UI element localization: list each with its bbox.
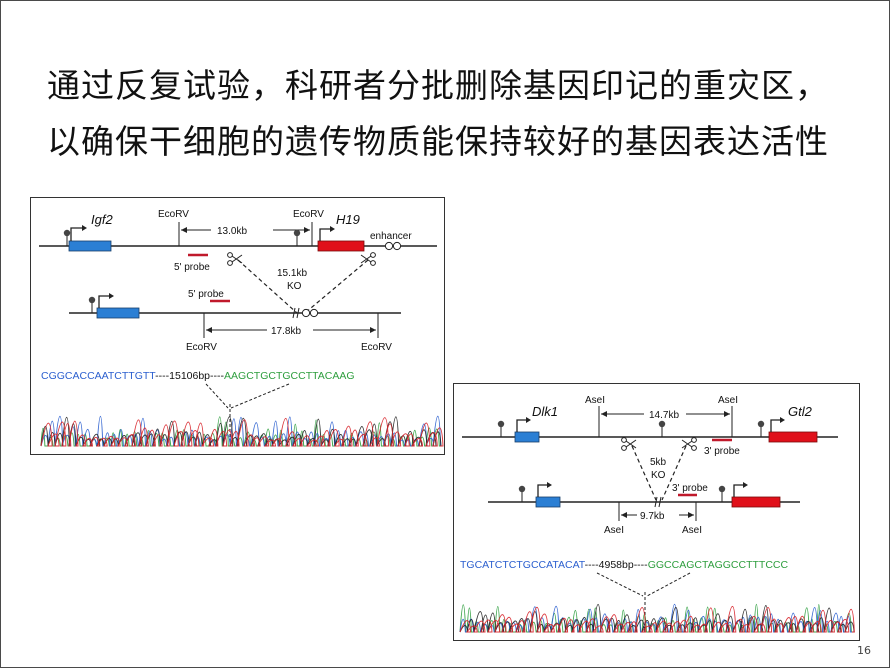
junction-sequence: CGGCACCAATCTTGTT----15106bp----AAGCTGCTG…: [41, 370, 355, 382]
slide-title-line-1: 通过反复试验，科研者分批删除基因印记的重灾区，: [47, 66, 829, 105]
ecorv-site-label: EcoRV: [361, 342, 392, 353]
enhancer-label: enhancer: [370, 231, 412, 242]
chromatogram-peak-series: [40, 416, 442, 447]
probe-label: 3' probe: [672, 483, 708, 494]
break-symbol: [654, 496, 662, 508]
enhancer-element: [384, 241, 402, 251]
scissors-icon: [681, 437, 697, 451]
asel-site-label: AseI: [718, 395, 738, 406]
chromatogram-trace: [459, 604, 855, 633]
ko-size-label: 5kb: [650, 457, 667, 468]
chromatogram-trace: [40, 415, 444, 447]
sequence-dashes: ----: [634, 559, 648, 571]
chromatogram-peak-series: [40, 417, 444, 447]
asel-site-label: AseI: [604, 525, 624, 536]
scissors-icon: [360, 252, 376, 266]
junction-sequence: TGCATCTCTGCCATACAT----4958bp----GGCCAGCT…: [460, 559, 788, 571]
sequence-left: CGGCACCAATCTTGTT: [41, 370, 156, 382]
dlk1-gtl2-knockout-figure: AseI AseI Dlk1 14.7kb: [453, 383, 860, 641]
break-symbol: [292, 307, 300, 319]
distance-wt-label: 14.7kb: [649, 410, 679, 421]
lollipop-marker: [88, 296, 96, 313]
sequence-right: AAGCTGCTGCCTTACAAG: [224, 370, 354, 382]
lollipop-marker: [518, 485, 526, 502]
probe-label: 5' probe: [174, 262, 210, 273]
lollipop-marker: [658, 420, 666, 437]
deletion-size: 15106bp: [169, 370, 210, 382]
distance-ruler-ko: [618, 502, 697, 521]
ecorv-site-label: EcoRV: [186, 342, 217, 353]
junction-guide: [646, 572, 691, 597]
junction-guide: [205, 383, 229, 409]
lollipop-marker: [63, 229, 71, 246]
distance-ruler-wt: [178, 222, 313, 246]
sequence-right: GGCCAGCTAGGCCTTTCCC: [648, 559, 789, 571]
igf2-label: Igf2: [91, 212, 113, 227]
igf2-gene: [68, 225, 112, 252]
igf2-h19-knockout-figure: Igf2 EcoRV EcoRV 13.0kb: [30, 197, 445, 455]
deletion-guide-line: [631, 445, 657, 501]
lollipop-marker: [497, 420, 505, 437]
igf2-gene-ko: [96, 293, 140, 319]
sequence-dashes: ----: [210, 370, 224, 382]
gtl2-label: Gtl2: [788, 404, 813, 419]
enhancer-element: [301, 308, 319, 318]
deletion-guide-line: [304, 259, 369, 314]
chromatogram-peak-series: [40, 415, 442, 447]
probe-label: 5' probe: [188, 289, 224, 300]
slide-title-line-2: 以确保干细胞的遗传物质能保持较好的基因表达活性: [47, 122, 829, 161]
sequence-left: TGCATCTCTGCCATACAT: [460, 559, 586, 571]
scissors-icon: [621, 437, 637, 451]
lollipop-marker: [757, 420, 765, 437]
deletion-guide-line: [661, 445, 687, 501]
deletion-guide-line: [237, 259, 298, 314]
probe-label: 3' probe: [704, 446, 740, 457]
gtl2-gene-ko: [731, 482, 781, 508]
distance-ko-label: 17.8kb: [271, 326, 301, 337]
sequence-dashes: ----: [155, 370, 169, 382]
junction-guide: [596, 572, 644, 597]
dlk1-gene: [514, 417, 540, 443]
distance-ruler-wt: [598, 406, 733, 437]
deletion-size: 4958bp: [599, 559, 634, 571]
sequence-dashes: ----: [585, 559, 599, 571]
lollipop-marker: [718, 485, 726, 502]
distance-ruler-ko: [203, 313, 379, 338]
asel-site-label: AseI: [682, 525, 702, 536]
dlk1-gene-ko: [535, 482, 561, 508]
h19-gene: [317, 226, 365, 252]
h19-label: H19: [336, 212, 360, 227]
dlk1-label: Dlk1: [532, 404, 558, 419]
distance-wt-label: 13.0kb: [217, 226, 247, 237]
ecorv-site-label: EcoRV: [158, 209, 189, 220]
gtl2-gene: [768, 417, 818, 443]
page-number: 16: [857, 644, 871, 657]
lollipop-marker: [293, 229, 301, 246]
ecorv-site-label: EcoRV: [293, 209, 324, 220]
igf2-h19-diagram: Igf2 EcoRV EcoRV 13.0kb: [39, 209, 444, 447]
scissors-icon: [227, 252, 243, 266]
chromatogram-peak-series: [459, 606, 855, 633]
ko-label: KO: [651, 470, 666, 481]
asel-site-label: AseI: [585, 395, 605, 406]
distance-ko-label: 9.7kb: [640, 511, 665, 522]
ko-size-label: 15.1kb: [277, 268, 307, 279]
junction-guide: [230, 383, 290, 409]
ko-label: KO: [287, 281, 302, 292]
dlk1-gtl2-diagram: AseI AseI Dlk1 14.7kb: [459, 395, 855, 633]
